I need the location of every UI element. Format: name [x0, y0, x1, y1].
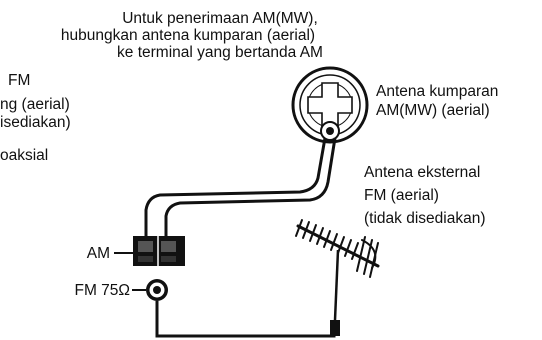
left-provided-label: isediakan) [0, 114, 71, 131]
am-loop-antenna-icon [291, 66, 369, 144]
left-aerial-label: ng (aerial) [0, 96, 70, 113]
am-terminal-label: AM [86, 245, 110, 262]
instruction-line-2: hubungkan antena kumparan (aerial) [60, 27, 316, 44]
left-fm-label: FM [8, 72, 31, 89]
fm-external-antenna-icon [295, 219, 380, 278]
am-loop-label-2: AM(MW) (aerial) [376, 102, 490, 119]
am-terminal-block[interactable] [133, 236, 185, 266]
instruction-line-3: ke terminal yang bertanda AM [117, 44, 323, 61]
am-twin-lead-wire [144, 137, 337, 238]
am-loop-label-1: Antena kumparan [376, 83, 499, 100]
fm-external-label-3: (tidak disediakan) [364, 210, 486, 227]
fm-coax-cable [155, 301, 336, 338]
instruction-line-1: Untuk penerimaan AM(MW), [122, 10, 318, 27]
left-coax-label: oaksial [0, 147, 49, 164]
fm-external-label-1: Antena eksternal [364, 164, 481, 181]
fm-coax-jack[interactable] [146, 279, 168, 301]
fm-external-label-2: FM (aerial) [364, 187, 439, 204]
fm-terminal-label: FM 75Ω [74, 282, 130, 299]
